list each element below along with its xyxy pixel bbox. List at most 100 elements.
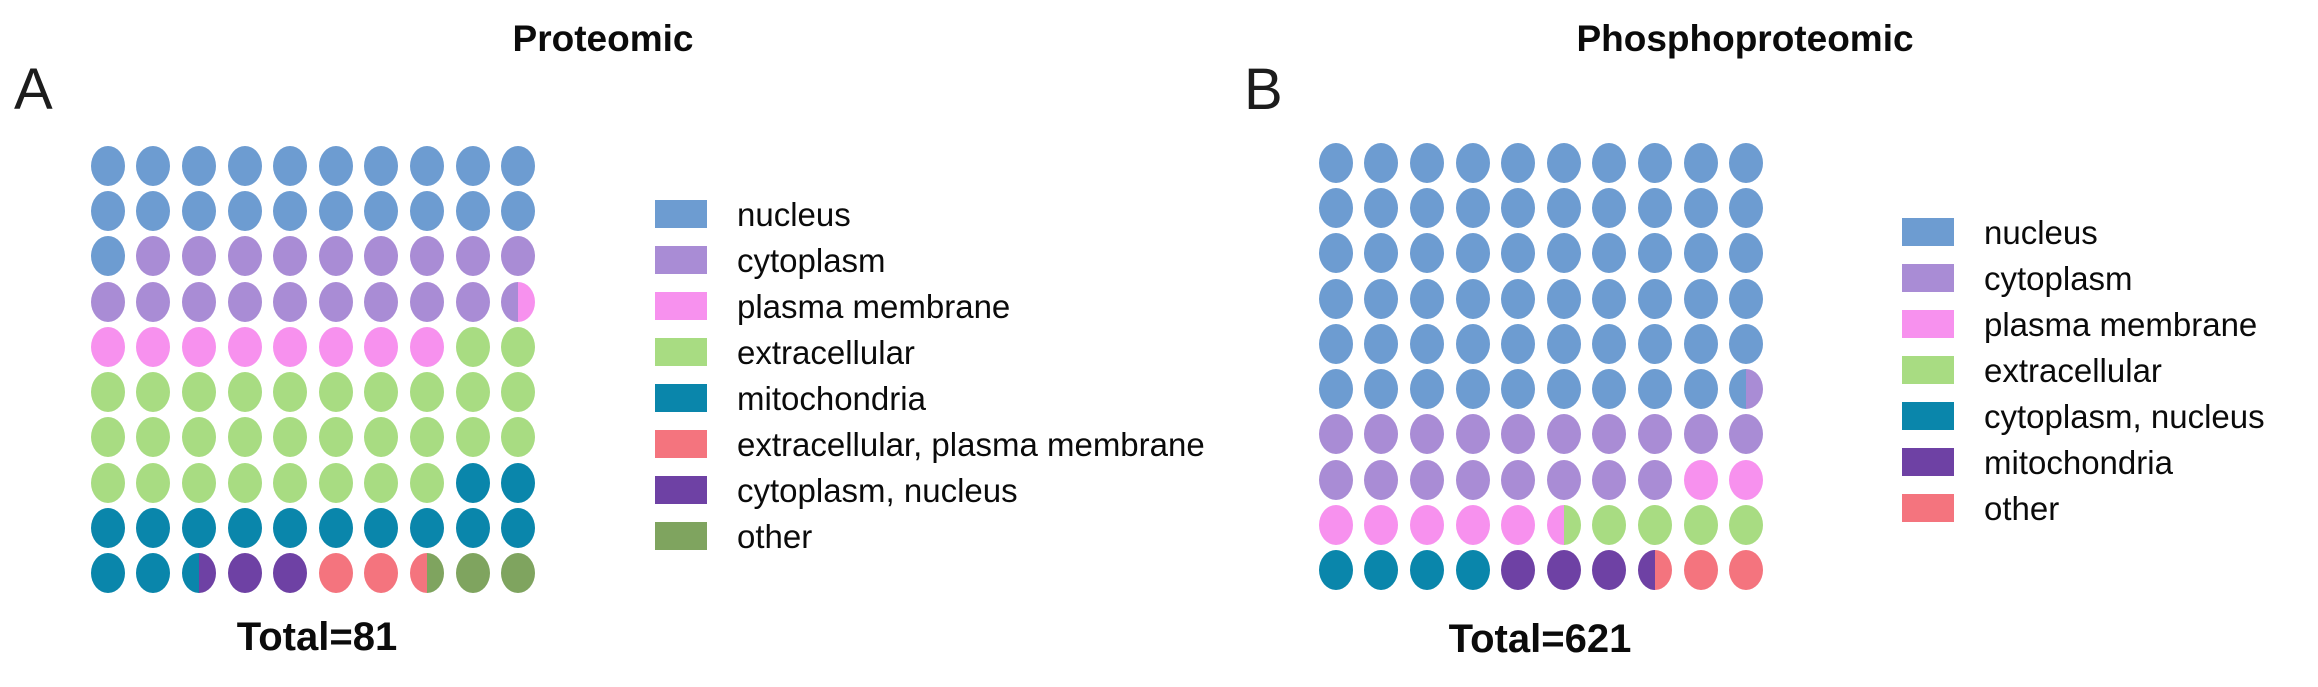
- waffle-dot: [1729, 550, 1764, 591]
- legend-item: plasma membrane: [655, 290, 1205, 323]
- waffle-dot: [181, 462, 216, 503]
- waffle-dot: [455, 190, 490, 231]
- waffle-dot: [318, 326, 353, 367]
- waffle-dot: [1683, 414, 1718, 455]
- waffle-dot: [455, 145, 490, 186]
- waffle-dot: [136, 326, 171, 367]
- waffle-dot: [1729, 233, 1764, 274]
- legend-item: nucleus: [655, 195, 1205, 233]
- waffle-dot: [1364, 369, 1399, 410]
- waffle-dot: [1546, 369, 1581, 410]
- waffle-dot: [1729, 414, 1764, 455]
- waffle-dot: [1729, 459, 1764, 500]
- waffle-dot: [1592, 414, 1627, 455]
- waffle-dot: [227, 190, 262, 231]
- waffle-dot: [1546, 323, 1581, 364]
- waffle-dot: [1409, 369, 1444, 410]
- waffle-dot: [409, 236, 444, 277]
- legend-swatch: [655, 430, 707, 458]
- legend-swatch: [1902, 494, 1954, 522]
- waffle-dot: [1637, 187, 1672, 228]
- waffle-dot: [1501, 142, 1536, 183]
- waffle-dot: [364, 553, 399, 594]
- waffle-dot: [136, 417, 171, 458]
- waffle-dot: [501, 508, 536, 549]
- waffle-dot: [318, 417, 353, 458]
- waffle-dot: [181, 508, 216, 549]
- waffle-dot: [1683, 187, 1718, 228]
- legend-swatch: [655, 200, 707, 228]
- waffle-dot: [1318, 459, 1353, 500]
- waffle-dot: [409, 190, 444, 231]
- waffle-dot: [1409, 142, 1444, 183]
- waffle-dot: [136, 553, 171, 594]
- waffle-dot: [1501, 278, 1536, 319]
- waffle-dot: [1637, 459, 1672, 500]
- waffle-dot: [90, 236, 125, 277]
- waffle-dot: [455, 236, 490, 277]
- waffle-dot: [1592, 505, 1627, 546]
- legend-label: other: [1984, 489, 2060, 527]
- panel-b-label: B: [1244, 57, 1283, 122]
- legend-label: cytoplasm: [737, 241, 886, 279]
- waffle-dot: [409, 508, 444, 549]
- waffle-dot: [1546, 233, 1581, 274]
- waffle-dot: [455, 553, 490, 594]
- legend-swatch: [1902, 264, 1954, 292]
- waffle-dot: [1364, 187, 1399, 228]
- waffle-dot: [1592, 142, 1627, 183]
- waffle-dot: [1592, 233, 1627, 274]
- waffle-dot: [1501, 323, 1536, 364]
- waffle-dot: [136, 508, 171, 549]
- waffle-dot: [1637, 323, 1672, 364]
- waffle-dot: [455, 508, 490, 549]
- panel-a-title: Proteomic: [512, 18, 694, 59]
- waffle-dot: [1637, 414, 1672, 455]
- waffle-dot: [1501, 187, 1536, 228]
- legend-label: other: [737, 517, 813, 555]
- waffle-dot: [1729, 323, 1764, 364]
- waffle-dot: [318, 190, 353, 231]
- waffle-dot: [318, 462, 353, 503]
- waffle-dot: [1683, 142, 1718, 183]
- legend-item: cytoplasm, nucleus: [1902, 400, 2265, 433]
- waffle-dot: [1409, 187, 1444, 228]
- waffle-dot: [1455, 414, 1490, 455]
- waffle-dot: [1501, 459, 1536, 500]
- waffle-dot: [136, 372, 171, 413]
- waffle-dot: [1683, 278, 1718, 319]
- waffle-dot: [1318, 323, 1353, 364]
- legend-item: extracellular, plasma membrane: [655, 428, 1205, 461]
- waffle-dot: [1318, 414, 1353, 455]
- waffle-dot: [1409, 278, 1444, 319]
- waffle-dot: [501, 281, 536, 322]
- waffle-dot: [1364, 550, 1399, 591]
- legend-label: nucleus: [737, 195, 851, 233]
- waffle-dot: [90, 417, 125, 458]
- waffle-dot: [1409, 323, 1444, 364]
- legend-item: cytoplasm, nucleus: [655, 474, 1205, 507]
- waffle-dot: [409, 326, 444, 367]
- waffle-dot: [181, 236, 216, 277]
- waffle-dot: [501, 190, 536, 231]
- waffle-dot: [1455, 278, 1490, 319]
- waffle-dot: [1729, 505, 1764, 546]
- legend-item: plasma membrane: [1902, 308, 2265, 341]
- waffle-dot: [1409, 414, 1444, 455]
- waffle-dot: [364, 372, 399, 413]
- waffle-dot: [273, 236, 308, 277]
- legend-label: mitochondria: [1984, 443, 2173, 481]
- waffle-dot: [409, 417, 444, 458]
- legend-swatch: [1902, 356, 1954, 384]
- waffle-dot: [455, 372, 490, 413]
- waffle-dot: [409, 553, 444, 594]
- waffle-dot: [1592, 459, 1627, 500]
- waffle-dot: [273, 190, 308, 231]
- waffle-dot: [1364, 414, 1399, 455]
- waffle-dot: [364, 281, 399, 322]
- waffle-dot: [90, 462, 125, 503]
- waffle-dot: [1318, 142, 1353, 183]
- waffle-dot: [1501, 233, 1536, 274]
- waffle-dot: [1318, 187, 1353, 228]
